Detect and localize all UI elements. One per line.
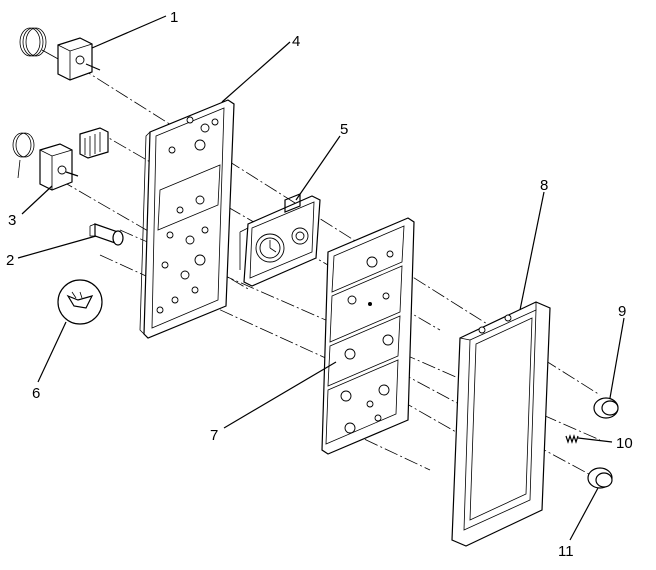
callout-8: 8	[540, 177, 548, 194]
part-11-knob	[587, 467, 613, 489]
plate-holes	[156, 116, 219, 314]
callout-3: 3	[8, 212, 16, 229]
part-6-clip	[57, 279, 103, 325]
callout-11: 11	[558, 543, 574, 560]
part-10-spring	[565, 434, 579, 444]
callout-1: 1	[170, 9, 178, 26]
leader-lines	[17, 15, 625, 541]
callout-9: 9	[618, 303, 626, 320]
part-8-frame	[451, 301, 551, 547]
callout-7: 7	[210, 427, 218, 444]
part-3-thermostat	[12, 132, 79, 191]
part-9-knob	[593, 397, 619, 419]
callout-labels: 1 4 5 3 2 6 7 8 9 10 11	[6, 9, 633, 560]
panel-holes	[340, 250, 394, 434]
part-1-thermostat	[19, 27, 101, 81]
part-4-bracket-plate	[139, 99, 235, 339]
callout-10: 10	[616, 435, 633, 452]
part-5-timer-module	[239, 193, 321, 287]
callout-2: 2	[6, 252, 14, 269]
callout-4: 4	[292, 33, 300, 50]
callout-5: 5	[340, 121, 348, 138]
part-2-switch	[89, 223, 124, 246]
part-7-control-panel	[321, 217, 415, 455]
callout-6: 6	[32, 385, 40, 402]
terminal-block	[79, 127, 109, 159]
